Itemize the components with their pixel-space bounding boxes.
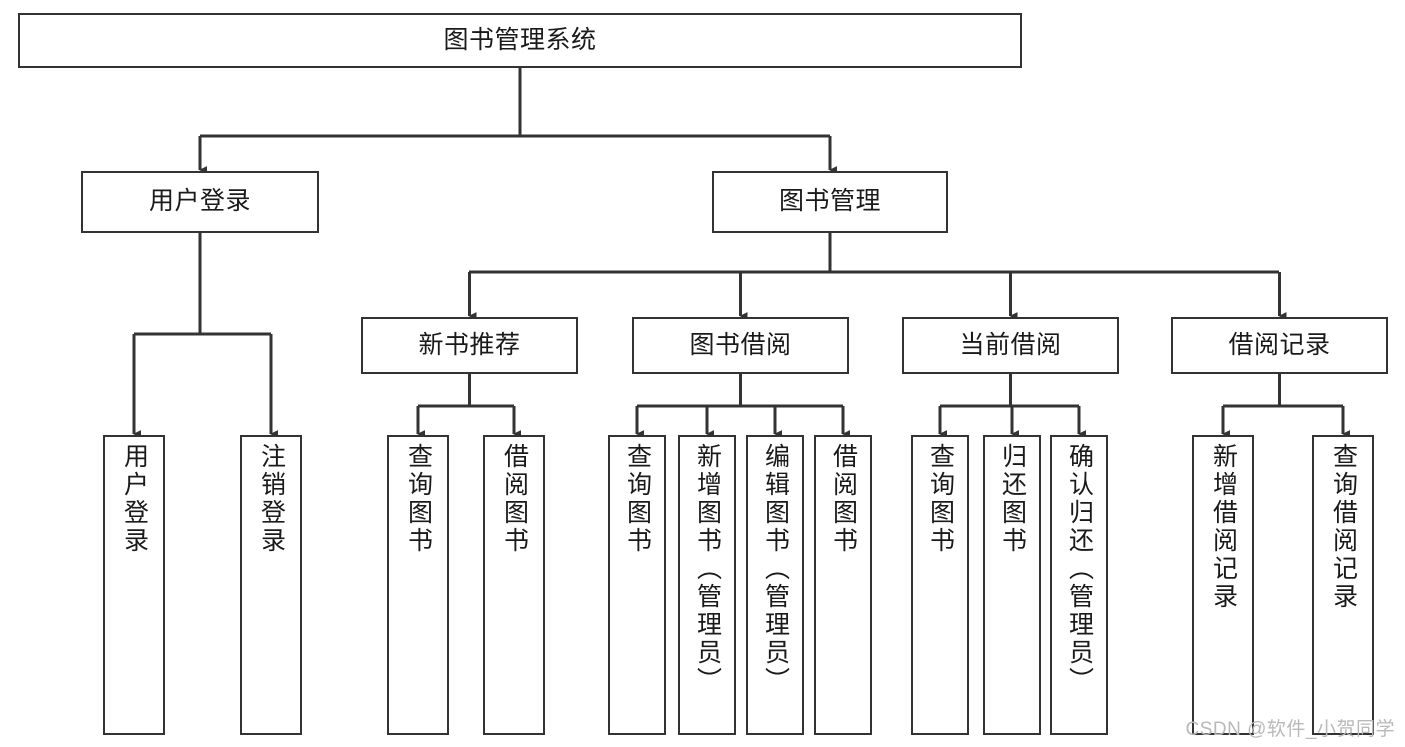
node-label-leaf-bb-edit: 编辑图书（管理员） (761, 443, 790, 695)
edge-group (132, 68, 1351, 438)
node-label-new-book-rec: 新书推荐 (418, 330, 521, 359)
watermark-text: CSDN @软件_小贺同学 (1185, 719, 1395, 740)
node-user-login[interactable]: 用户登录 (81, 171, 319, 233)
node-label-leaf-br-add: 新增借阅记录 (1209, 443, 1238, 611)
node-leaf-cb-query[interactable]: 查询图书 (911, 435, 969, 735)
node-label-root: 图书管理系统 (443, 25, 597, 54)
node-label-leaf-cb-confirm: 确认归还（管理员） (1065, 443, 1094, 695)
node-label-leaf-cb-query: 查询图书 (926, 443, 955, 555)
node-label-leaf-rec-query: 查询图书 (404, 443, 433, 555)
node-label-user-login: 用户登录 (148, 187, 251, 216)
node-leaf-bb-add[interactable]: 新增图书（管理员） (678, 435, 736, 735)
node-label-leaf-user-login: 用户登录 (120, 443, 149, 555)
node-label-leaf-bb-borrow: 借阅图书 (829, 443, 858, 555)
node-root[interactable]: 图书管理系统 (18, 13, 1022, 68)
node-leaf-user-logout[interactable]: 注销登录 (240, 435, 302, 735)
node-new-book-rec[interactable]: 新书推荐 (361, 317, 578, 374)
node-leaf-bb-borrow[interactable]: 借阅图书 (814, 435, 872, 735)
node-label-leaf-cb-return: 归还图书 (998, 443, 1027, 555)
node-label-book-borrow: 图书借阅 (689, 330, 792, 359)
node-leaf-rec-query[interactable]: 查询图书 (387, 435, 449, 735)
node-book-borrow[interactable]: 图书借阅 (632, 317, 849, 374)
node-leaf-br-query[interactable]: 查询借阅记录 (1312, 435, 1374, 735)
node-leaf-cb-confirm[interactable]: 确认归还（管理员） (1050, 435, 1108, 735)
node-leaf-br-add[interactable]: 新增借阅记录 (1192, 435, 1254, 735)
node-current-borrow[interactable]: 当前借阅 (902, 317, 1119, 374)
node-leaf-bb-query[interactable]: 查询图书 (608, 435, 666, 735)
node-label-borrow-record: 借阅记录 (1228, 330, 1331, 359)
node-leaf-user-login[interactable]: 用户登录 (103, 435, 165, 735)
node-label-current-borrow: 当前借阅 (959, 330, 1062, 359)
node-label-leaf-rec-borrow: 借阅图书 (500, 443, 529, 555)
node-label-leaf-bb-query: 查询图书 (623, 443, 652, 555)
node-label-leaf-bb-add: 新增图书（管理员） (693, 443, 722, 695)
node-label-leaf-user-logout: 注销登录 (257, 443, 286, 555)
node-borrow-record[interactable]: 借阅记录 (1171, 317, 1388, 374)
node-label-book-manage: 图书管理 (778, 187, 881, 216)
node-leaf-bb-edit[interactable]: 编辑图书（管理员） (746, 435, 804, 735)
node-book-manage[interactable]: 图书管理 (712, 171, 948, 233)
node-leaf-cb-return[interactable]: 归还图书 (983, 435, 1041, 735)
node-leaf-rec-borrow[interactable]: 借阅图书 (483, 435, 545, 735)
node-label-leaf-br-query: 查询借阅记录 (1329, 443, 1358, 611)
